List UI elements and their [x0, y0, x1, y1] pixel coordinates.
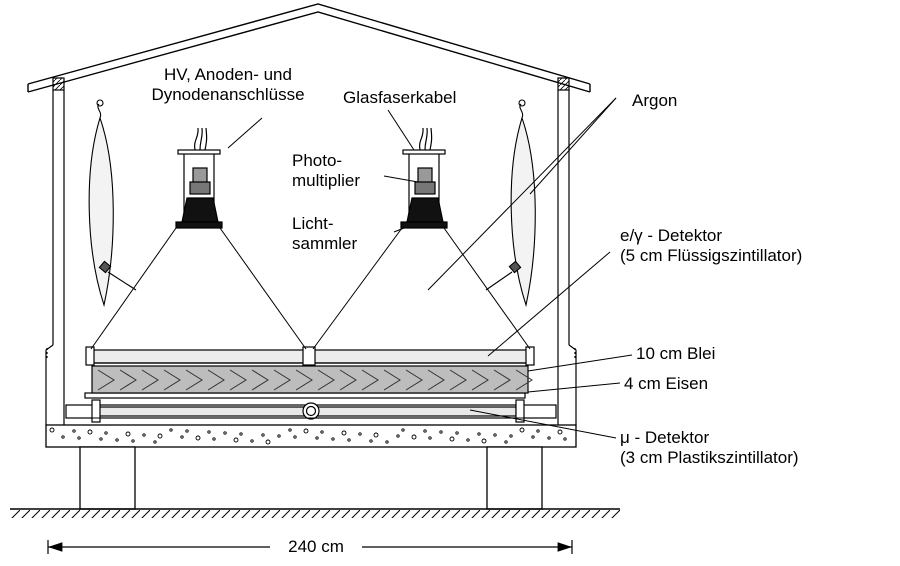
label-eisen: 4 cm Eisen — [624, 374, 709, 393]
support-piers — [79, 446, 543, 510]
floor-slab — [45, 424, 577, 448]
label-lichtsammler-line2: sammler — [292, 234, 358, 253]
label-lichtsammler: Licht- sammler — [292, 214, 357, 254]
photomultiplier-left — [175, 127, 223, 229]
label-mu-detektor: μ - Detektor (3 cm Plastikszintillator) — [620, 428, 799, 468]
walls — [45, 77, 577, 425]
label-mu-line1: μ - Detektor — [620, 428, 710, 447]
shielding — [84, 365, 533, 399]
label-e-gamma-line1: e/γ - Detektor — [620, 226, 723, 245]
light-cones — [90, 227, 531, 350]
label-e-gamma-detektor: e/γ - Detektor (5 cm Flüssigszintillator… — [620, 226, 802, 266]
label-mu-line2: (3 cm Plastikszintillator) — [620, 448, 799, 467]
label-width: 240 cm — [288, 537, 344, 556]
label-glasfaserkabel: Glasfaserkabel — [343, 88, 457, 107]
leader-lines — [227, 97, 633, 439]
label-argon: Argon — [632, 91, 678, 110]
label-blei: 10 cm Blei — [636, 344, 716, 363]
label-hv: HV, Anoden- und Dynodenanschlüsse — [128, 65, 328, 105]
label-hv-line2: Dynodenanschlüsse — [151, 85, 305, 104]
photomultiplier-right — [400, 127, 448, 229]
label-photomultiplier-line1: Photo- — [292, 151, 343, 170]
mu-detector — [65, 399, 557, 423]
label-photomultiplier-line2: multiplier — [292, 171, 361, 190]
label-photomultiplier: Photo- multiplier — [292, 151, 360, 191]
label-lichtsammler-line1: Licht- — [292, 214, 334, 233]
dimension-line — [47, 540, 573, 554]
roof — [27, 3, 591, 93]
label-e-gamma-line2: (5 cm Flüssigszintillator) — [620, 246, 803, 265]
argon-balloons — [88, 99, 536, 308]
e-gamma-detector — [85, 346, 535, 366]
ground — [10, 508, 620, 518]
label-hv-line1: HV, Anoden- und — [164, 65, 292, 84]
